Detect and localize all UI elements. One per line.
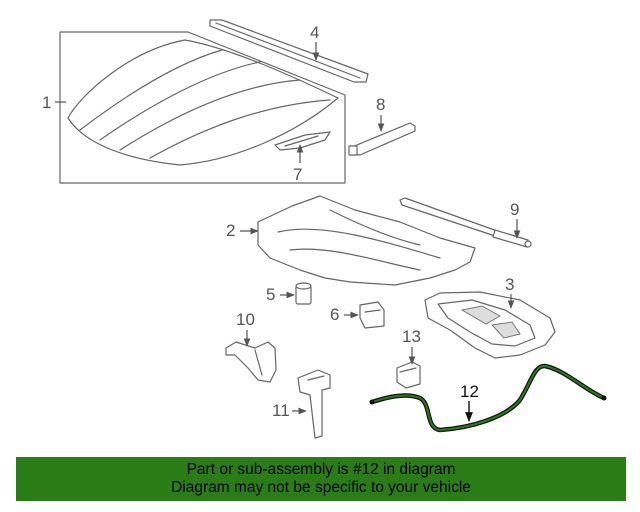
svg-text:2: 2	[226, 221, 235, 240]
clip-part-6[interactable]	[359, 301, 385, 329]
callout-11: 11	[272, 401, 307, 420]
callout-6: 6	[330, 305, 359, 324]
svg-text:5: 5	[266, 285, 275, 304]
svg-text:12: 12	[460, 382, 479, 401]
hood-strut-part-9[interactable]	[399, 197, 532, 248]
callout-8: 8	[376, 95, 385, 132]
release-cable-part-12[interactable]	[369, 363, 607, 433]
svg-text:7: 7	[293, 165, 302, 184]
svg-text:13: 13	[402, 327, 421, 346]
callout-9: 9	[510, 200, 521, 239]
hood-panel-part-3[interactable]	[424, 291, 556, 359]
hood-seal-part-4[interactable]	[209, 19, 369, 83]
hinge-part-8[interactable]	[348, 122, 416, 156]
callout-10: 10	[236, 310, 255, 347]
bumper-part-5[interactable]	[295, 282, 312, 305]
latch-part-13[interactable]	[396, 361, 421, 389]
callout-12: 12	[460, 382, 479, 422]
callout-2: 2	[226, 221, 259, 240]
parts-diagram: 1 7 4 8 2	[42, 19, 607, 439]
svg-text:3: 3	[505, 275, 514, 294]
callout-7: 7	[293, 144, 304, 184]
support-bracket-part-11[interactable]	[297, 369, 331, 439]
svg-text:6: 6	[330, 305, 339, 324]
svg-text:4: 4	[310, 23, 319, 42]
banner-line-2: Diagram may not be specific to your vehi…	[171, 479, 471, 496]
svg-text:1: 1	[42, 93, 51, 112]
callout-1: 1	[42, 93, 66, 112]
svg-text:11: 11	[272, 401, 290, 420]
hood-part-1[interactable]	[59, 31, 346, 184]
hood-bracket-part-7[interactable]	[274, 131, 331, 151]
callout-4: 4	[310, 23, 319, 61]
banner-line-1: Part or sub-assembly is #12 in diagram	[186, 461, 456, 478]
latch-bracket-part-10[interactable]	[225, 341, 277, 383]
svg-text:10: 10	[236, 310, 255, 329]
svg-text:8: 8	[376, 95, 385, 114]
callout-5: 5	[266, 285, 295, 304]
info-banner: Part or sub-assembly is #12 in diagram D…	[16, 457, 626, 501]
svg-text:9: 9	[510, 200, 519, 219]
insulator-part-2[interactable]	[257, 195, 476, 286]
callout-3: 3	[505, 275, 514, 309]
callout-13: 13	[402, 327, 421, 365]
